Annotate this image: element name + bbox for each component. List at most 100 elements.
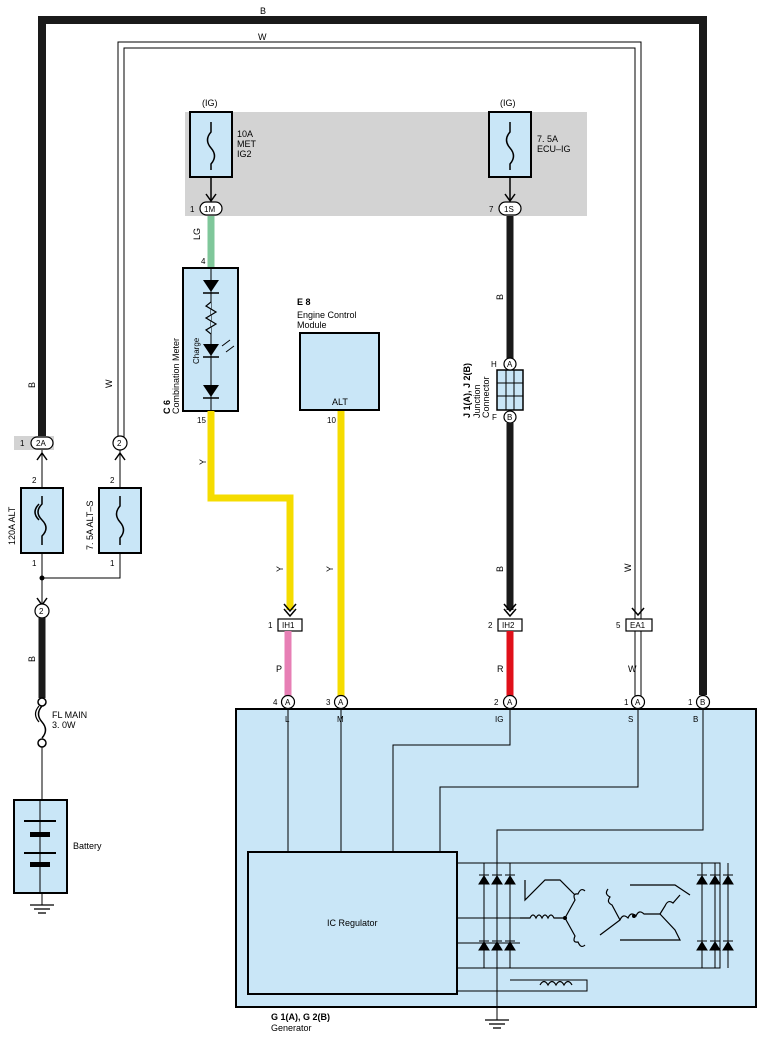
led-icon bbox=[203, 344, 219, 356]
fuse-element-icon bbox=[115, 496, 125, 545]
ecm-pin-out: 10 bbox=[327, 416, 336, 425]
ic-regulator-label: IC Regulator bbox=[327, 918, 378, 928]
ecu-ig-rating: 7. 5A bbox=[537, 134, 558, 144]
met-ig2-rating: 10A bbox=[237, 129, 253, 139]
svg-text:B: B bbox=[700, 698, 705, 707]
meter-name: Combination Meter bbox=[171, 338, 181, 414]
connector-1m-pin: 1 bbox=[190, 205, 195, 214]
b-left-label: B bbox=[27, 382, 37, 388]
fuse-element-icon bbox=[505, 122, 515, 170]
alt-join-wire bbox=[41, 553, 121, 579]
y-ih1-label: Y bbox=[275, 566, 285, 572]
battery-plate bbox=[30, 832, 50, 837]
w-wire-top-inner bbox=[123, 47, 636, 620]
fl-main-rating: 3. 0W bbox=[52, 720, 76, 730]
junction-name2: Connector bbox=[481, 376, 491, 418]
junction-pin-h: H bbox=[491, 360, 497, 369]
connector-1s-code: 1S bbox=[504, 205, 514, 214]
junction-pin-b-code: B bbox=[507, 413, 512, 422]
generator-terminal-ig: A 2 IG bbox=[494, 694, 518, 724]
ground-icon bbox=[30, 904, 54, 914]
y-meter-label: Y bbox=[198, 459, 208, 465]
fusible-link-icon bbox=[37, 705, 47, 739]
svg-text:A: A bbox=[507, 698, 513, 707]
rectifier-diodes-icon bbox=[478, 863, 734, 968]
met-ig2-name2: IG2 bbox=[237, 149, 252, 159]
ecu-ig-name: ECU–IG bbox=[537, 144, 571, 154]
w-s-label: W bbox=[628, 664, 637, 674]
connector-ih2-code: IH2 bbox=[502, 621, 515, 630]
y-ecm-label: Y bbox=[325, 566, 335, 572]
connector-ea1-pin: 5 bbox=[616, 621, 621, 630]
generator-code: G 1(A), G 2(B) bbox=[271, 1012, 330, 1022]
splice-dot bbox=[563, 916, 567, 920]
ecm-terminal: ALT bbox=[332, 397, 348, 407]
alts-pin-top: 2 bbox=[110, 476, 115, 485]
b-ecu-up-label: B bbox=[495, 294, 505, 300]
chevron-down-icon bbox=[503, 603, 517, 618]
ic-regulator bbox=[247, 851, 458, 995]
met-ig-source: (IG) bbox=[202, 98, 218, 108]
b-bat-label: B bbox=[27, 656, 37, 662]
fl-main-terminal-top bbox=[37, 697, 47, 707]
stator-coil-icon bbox=[520, 879, 691, 987]
connector-ih2-pin: 2 bbox=[488, 621, 493, 630]
yellow-wire-meter bbox=[207, 411, 294, 610]
svg-text:2: 2 bbox=[494, 698, 499, 707]
fl-main-name: FL MAIN bbox=[52, 710, 87, 720]
battery-plate bbox=[24, 820, 56, 822]
battery-name: Battery bbox=[73, 841, 102, 851]
connector-2a-pin: 1 bbox=[20, 439, 25, 448]
svg-text:3: 3 bbox=[326, 698, 331, 707]
svg-text:A: A bbox=[285, 698, 291, 707]
p-wire-label: P bbox=[276, 664, 282, 674]
generator-terminal-s: A 1 S bbox=[624, 694, 646, 724]
junction-pin-f: F bbox=[492, 413, 497, 422]
ecu-ig-source: (IG) bbox=[500, 98, 516, 108]
b-top-label: B bbox=[260, 6, 266, 16]
junction-connector bbox=[496, 369, 524, 411]
fusible-link-icon bbox=[34, 705, 40, 723]
met-ig2-name1: MET bbox=[237, 139, 257, 149]
connector-1s-pin: 7 bbox=[489, 205, 494, 214]
connector-ea1 bbox=[625, 618, 653, 632]
chevron-down-icon bbox=[504, 193, 516, 203]
connector-ih1-pin: 1 bbox=[268, 621, 273, 630]
svg-text:IG: IG bbox=[495, 715, 503, 724]
connector-2a-code: 2A bbox=[36, 439, 46, 448]
lg-wire-label: LG bbox=[192, 228, 202, 240]
chevron-down-icon bbox=[205, 193, 217, 203]
ecm-name1: Engine Control bbox=[297, 310, 357, 320]
fusible-link-icon bbox=[34, 496, 47, 545]
splice-dot bbox=[632, 914, 636, 918]
alts-pin-bottom: 1 bbox=[110, 559, 115, 568]
ecm-name2: Module bbox=[297, 320, 327, 330]
meter-code: C 6 bbox=[162, 400, 172, 414]
r-wire-label: R bbox=[497, 664, 504, 674]
chevron-down-icon bbox=[631, 607, 645, 617]
w-top-label: W bbox=[258, 32, 267, 42]
meter-pin-out: 15 bbox=[197, 416, 206, 425]
light-emission-icon bbox=[221, 339, 235, 353]
svg-text:S: S bbox=[628, 715, 633, 724]
ground-icon bbox=[485, 1019, 509, 1029]
ecm-code: E 8 bbox=[297, 297, 311, 307]
connector-ea1-code: EA1 bbox=[630, 621, 646, 630]
b-wire-top bbox=[38, 16, 707, 695]
generator-terminal-b: B 1 B bbox=[688, 694, 711, 724]
alt-fuse-label: 120A ALT bbox=[7, 506, 17, 545]
svg-text:A: A bbox=[635, 698, 641, 707]
diode-icon bbox=[203, 385, 219, 397]
connector-1m bbox=[199, 201, 223, 216]
fl-main-terminal-bottom bbox=[37, 738, 47, 748]
battery-plate bbox=[30, 862, 50, 867]
generator-name: Generator bbox=[271, 1023, 312, 1033]
connector-ih1-code: IH1 bbox=[282, 621, 295, 630]
junction-pin-a-code: A bbox=[507, 360, 513, 369]
svg-text:A: A bbox=[338, 698, 344, 707]
chevron-down-icon bbox=[283, 603, 297, 618]
svg-text:1: 1 bbox=[624, 698, 629, 707]
connector-2-w-code: 2 bbox=[117, 439, 122, 448]
resistor-icon bbox=[204, 301, 218, 335]
